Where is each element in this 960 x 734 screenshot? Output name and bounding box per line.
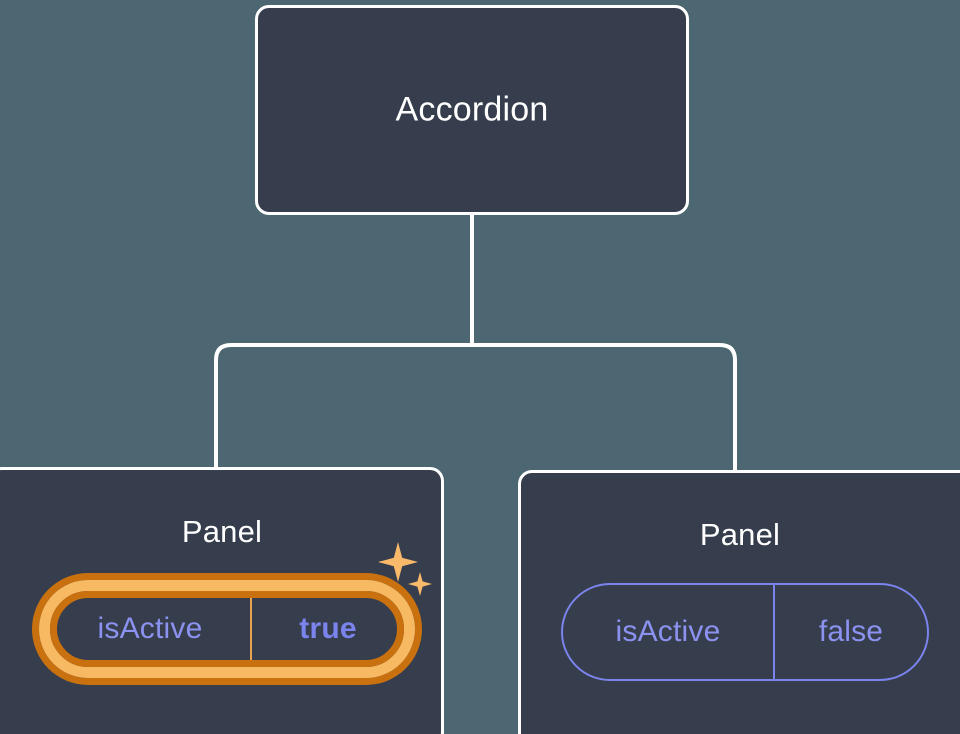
prop-key-label: isActive (615, 615, 721, 648)
node-panel-left[interactable]: Panel isActive true (0, 467, 444, 734)
prop-value-label: false (818, 615, 884, 648)
node-accordion[interactable]: Accordion (255, 5, 689, 215)
prop-pill-left-wrap: isActive true (39, 580, 415, 678)
prop-key-label: isActive (97, 612, 203, 645)
prop-value-label: true (299, 612, 357, 645)
prop-divider (773, 585, 775, 679)
prop-pill-is-active-false[interactable]: isActive false (561, 583, 929, 681)
node-accordion-label: Accordion (395, 90, 549, 129)
prop-pill-right-wrap: isActive false (561, 583, 929, 681)
prop-pill-is-active-true[interactable]: isActive true (39, 580, 415, 678)
node-panel-right-label: Panel (699, 517, 781, 552)
node-panel-left-label: Panel (181, 514, 263, 549)
node-panel-right[interactable]: Panel isActive false (518, 470, 960, 734)
prop-divider (250, 591, 252, 667)
